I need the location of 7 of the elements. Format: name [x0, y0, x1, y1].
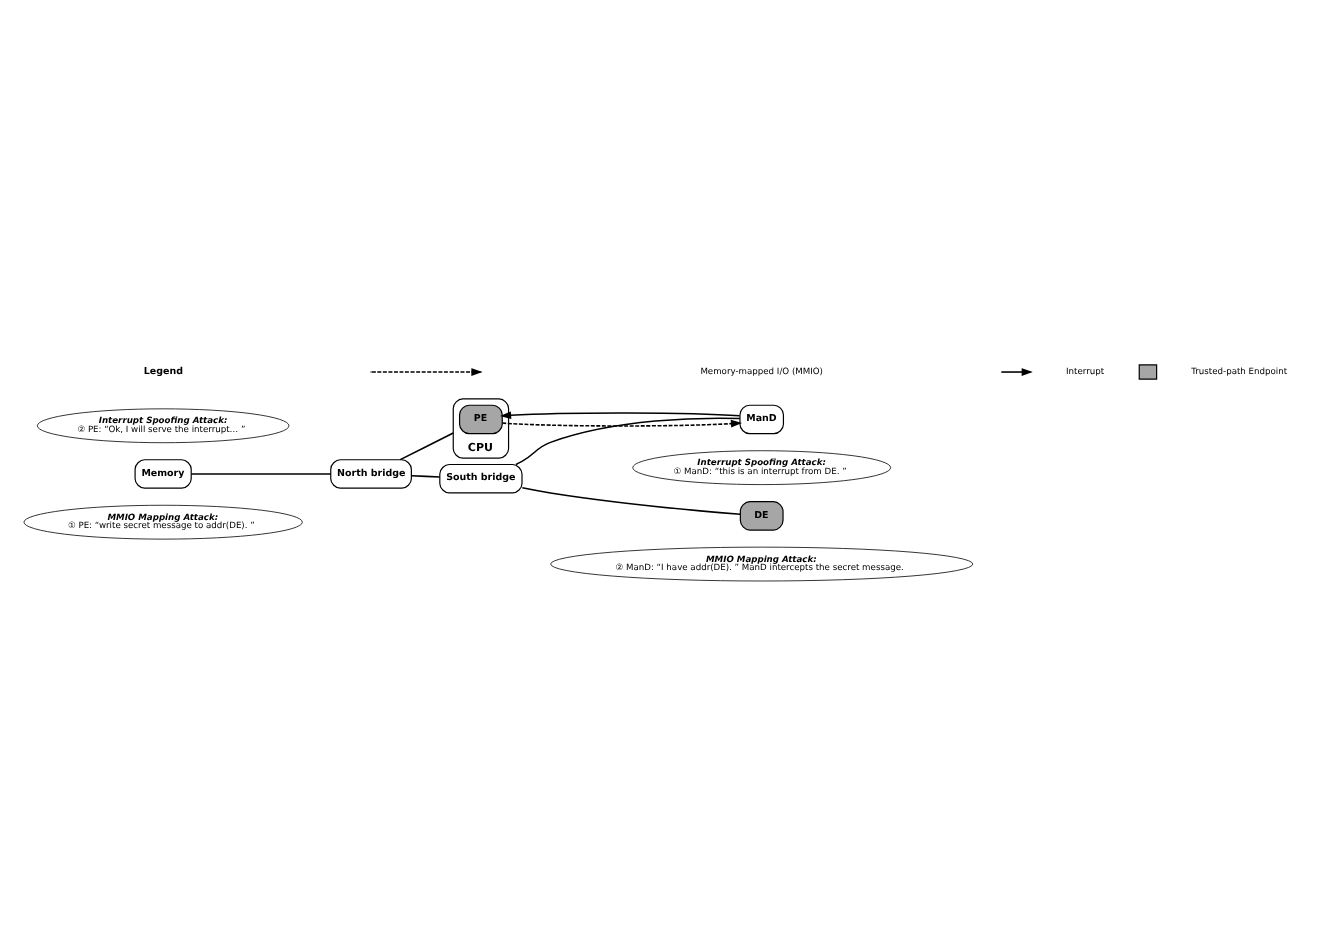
- arrow: [501, 419, 742, 428]
- connector: [190, 473, 332, 475]
- connector: [521, 487, 741, 516]
- connector: [515, 417, 741, 466]
- connector: [399, 432, 455, 461]
- connector: [410, 474, 441, 478]
- arrow: [500, 411, 741, 420]
